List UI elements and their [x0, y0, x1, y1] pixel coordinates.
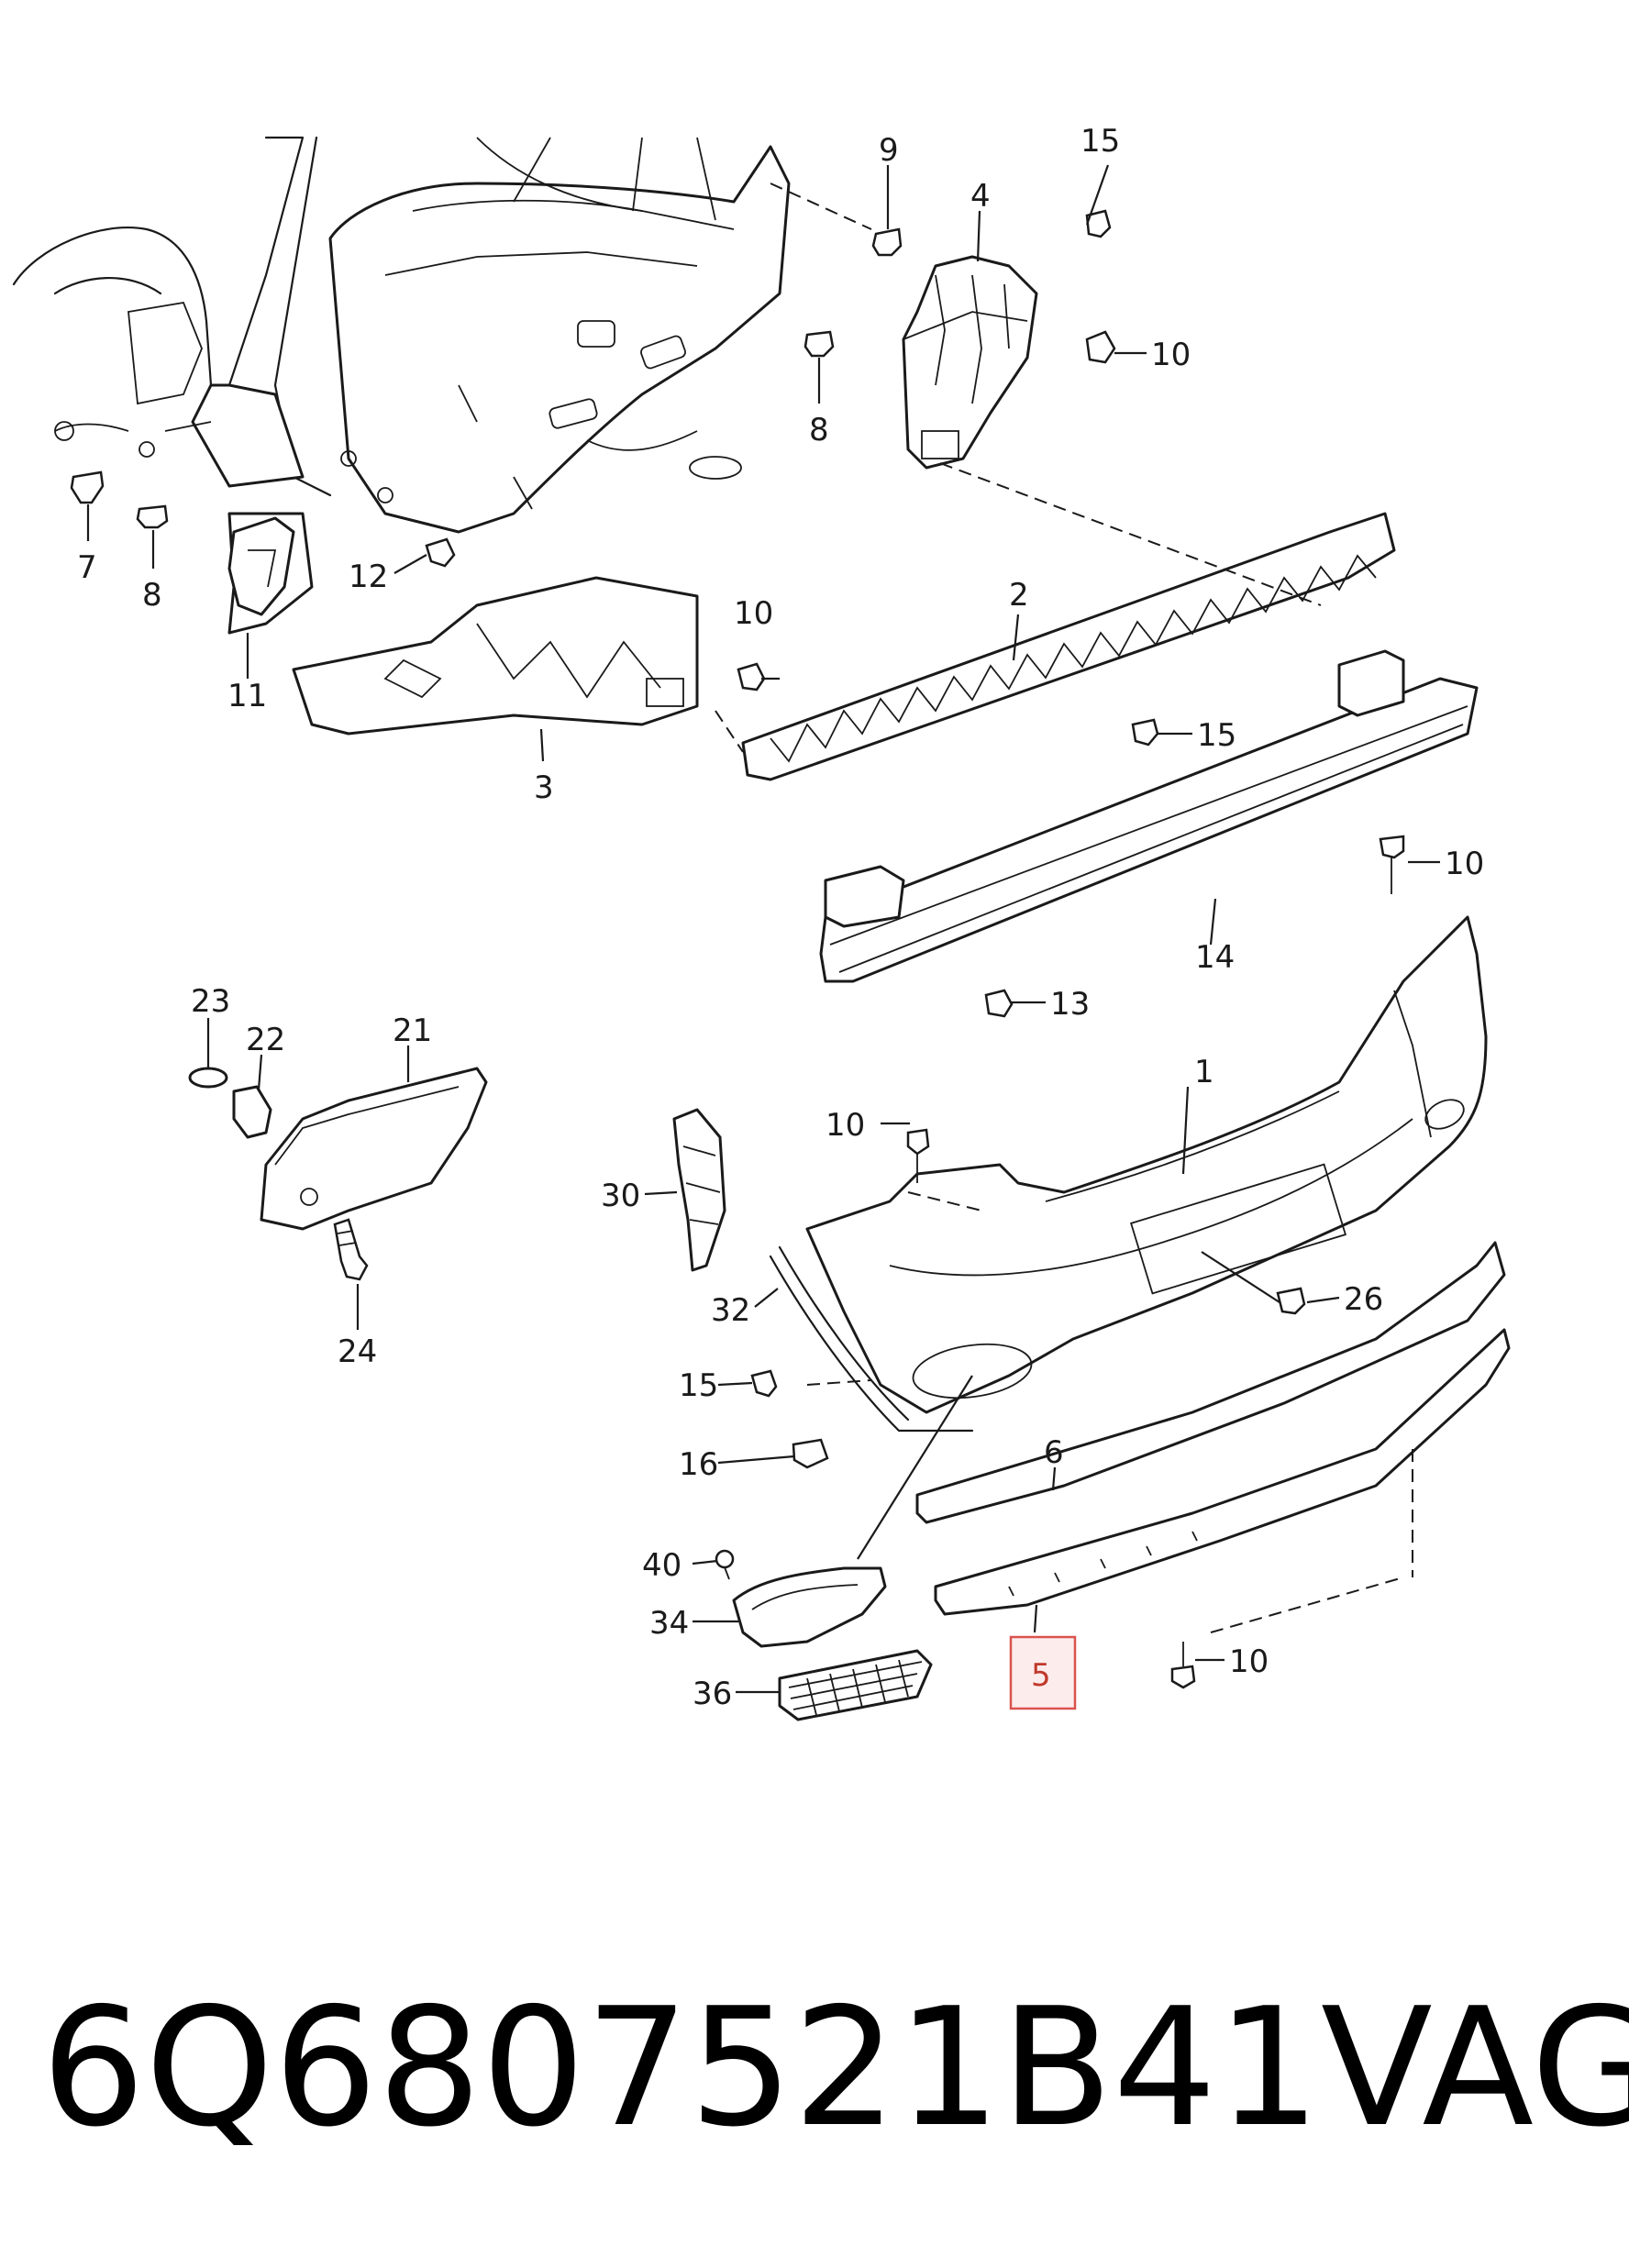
callout-5-highlight-box — [1009, 1635, 1077, 1710]
callout-10-top: 10 — [1151, 337, 1191, 373]
callout-9: 9 — [879, 132, 899, 169]
part-24-stud — [333, 1218, 369, 1281]
callout-1: 1 — [1194, 1054, 1214, 1090]
part-32-trim — [769, 1245, 974, 1433]
part-14-reinforcement — [819, 649, 1479, 983]
fasteners — [70, 209, 1405, 1689]
callout-2: 2 — [1009, 577, 1029, 614]
callout-13: 13 — [1050, 986, 1090, 1023]
callout-32: 32 — [711, 1292, 750, 1329]
part-number: 6Q6807521B41 — [41, 1973, 1321, 2163]
rear-body-structure — [12, 136, 791, 635]
callout-11: 11 — [227, 678, 267, 714]
part-11-clip — [227, 516, 295, 616]
callout-30: 30 — [601, 1178, 640, 1214]
callout-10-right: 10 — [1445, 846, 1484, 882]
part-1-bumper-cover — [805, 915, 1488, 1414]
callout-8-top: 8 — [809, 412, 829, 448]
footer: 6Q6807521B41 VAG — [41, 1967, 1629, 2169]
callout-4: 4 — [970, 178, 991, 215]
callout-21: 21 — [393, 1012, 432, 1049]
callout-16: 16 — [679, 1446, 718, 1483]
callout-15-left: 15 — [679, 1367, 718, 1404]
assembly-lines — [715, 183, 1413, 1633]
callout-10-left: 10 — [826, 1107, 865, 1144]
part-21-side-trim — [260, 1067, 488, 1231]
brand-label: VAG — [1321, 1973, 1629, 2163]
part-6-spoiler — [915, 1241, 1506, 1524]
callout-3: 3 — [534, 769, 554, 806]
callout-7: 7 — [77, 549, 97, 586]
callout-15-top: 15 — [1080, 123, 1120, 160]
part-40-screw — [715, 1549, 735, 1580]
callout-15-middle: 15 — [1197, 717, 1236, 754]
callout-36: 36 — [693, 1676, 732, 1712]
callout-23: 23 — [191, 983, 230, 1020]
leader-lines — [86, 164, 1440, 1694]
part-3-bracket — [292, 576, 699, 736]
part-5-diffuser — [934, 1328, 1511, 1616]
part-34-frame — [732, 1566, 887, 1648]
part-4-bracket — [902, 255, 1038, 470]
callout-12: 12 — [349, 559, 388, 595]
part-23-washer — [188, 1067, 228, 1089]
callout-40: 40 — [642, 1547, 682, 1584]
part-30-bracket — [672, 1108, 726, 1272]
part-22-clip — [232, 1085, 272, 1139]
callout-14: 14 — [1195, 939, 1235, 976]
part-36-grille — [778, 1649, 933, 1721]
callout-10-bottom: 10 — [1229, 1643, 1269, 1680]
callout-labels: 1 2 3 4 5 6 7 8 8 9 10 10 10 10 10 11 12… — [77, 123, 1484, 1712]
callout-6: 6 — [1044, 1434, 1064, 1471]
callout-8-left: 8 — [142, 577, 162, 614]
callout-34: 34 — [649, 1605, 689, 1642]
callout-26: 26 — [1344, 1281, 1383, 1318]
callout-22: 22 — [246, 1022, 285, 1058]
callout-10-middle: 10 — [734, 595, 773, 632]
callout-24: 24 — [338, 1333, 377, 1370]
part-2-absorber — [741, 512, 1396, 781]
callout-5: 5 — [1031, 1657, 1051, 1694]
